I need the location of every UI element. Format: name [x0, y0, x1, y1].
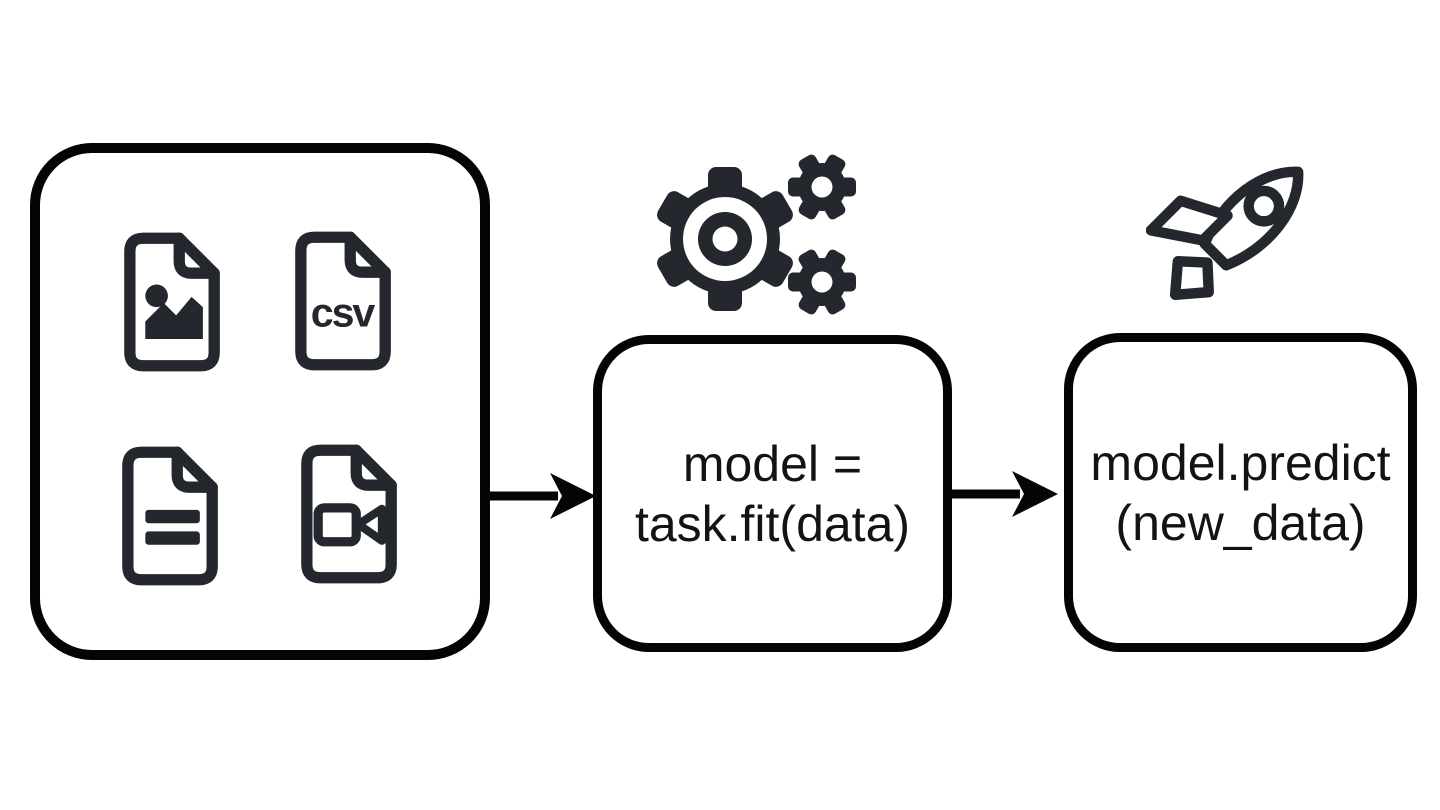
- rocket-fin: [1146, 195, 1233, 246]
- train-code: model = task.fit(data): [635, 434, 910, 554]
- video-file-icon: [301, 444, 397, 584]
- small-gear-bottom: [788, 249, 856, 315]
- arrow-train-to-predict: [949, 471, 1058, 517]
- small-gear-top: [788, 154, 856, 220]
- train-code-line2: task.fit(data): [634, 495, 911, 552]
- rocket-exhaust: [1169, 256, 1214, 301]
- train-node: model = task.fit(data): [593, 335, 952, 652]
- data-sources-node: csv: [30, 143, 490, 660]
- predict-code: model.predict (new_data): [1090, 433, 1390, 553]
- predict-code-line1: model.predict: [1090, 434, 1391, 491]
- big-gear: [657, 167, 793, 311]
- predict-code-line2: (new_data): [1115, 494, 1366, 551]
- predict-node: model.predict (new_data): [1064, 333, 1417, 652]
- arrow-data-to-train: [487, 473, 596, 519]
- document-file-icon: [122, 446, 218, 586]
- image-file-icon: [124, 232, 220, 372]
- train-code-line1: model =: [682, 435, 863, 492]
- rocket-icon: [1146, 166, 1304, 301]
- csv-file-icon: csv: [295, 231, 391, 371]
- csv-label: csv: [311, 290, 376, 336]
- gears-icon: [657, 154, 856, 315]
